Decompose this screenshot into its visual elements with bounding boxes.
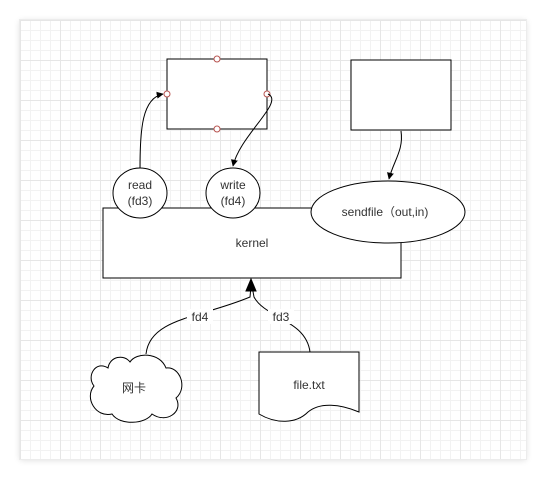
sendfile-label: sendfile（out,in): [342, 205, 429, 219]
write-fd-label: (fd4): [221, 194, 246, 208]
user-buffer-box[interactable]: [166, 58, 268, 130]
read-fd-label: (fd3): [128, 194, 153, 208]
nic-cloud[interactable]: [89, 354, 183, 423]
nic-label: 网卡: [122, 381, 146, 395]
edge-nic-to-kernel: [145, 285, 252, 355]
edge-read-to-buffer: [139, 91, 164, 169]
write-ellipse[interactable]: [205, 167, 261, 219]
read-ellipse[interactable]: [112, 167, 168, 219]
read-label: read: [128, 178, 152, 192]
edge-label-fd3: fd3: [273, 310, 290, 324]
edge-buffer-to-write: [230, 93, 273, 167]
sendfile-ellipse[interactable]: [310, 180, 466, 244]
port-left: [163, 90, 171, 98]
file-document[interactable]: [258, 351, 360, 422]
edge-label-fd4-bg: [187, 309, 213, 324]
edge-label-fd3-bg: [268, 309, 294, 324]
write-label: write: [219, 178, 246, 192]
edge-box-to-sendfile: [387, 130, 403, 180]
edge-arrowhead: [245, 277, 257, 292]
sendfile-buffer-box[interactable]: [350, 59, 452, 131]
port-top: [213, 55, 221, 63]
edge-label-fd4: fd4: [192, 310, 209, 324]
port-bottom: [213, 125, 221, 133]
kernel-label: kernel: [236, 236, 269, 250]
port-right: [263, 90, 271, 98]
file-label: file.txt: [293, 378, 325, 392]
